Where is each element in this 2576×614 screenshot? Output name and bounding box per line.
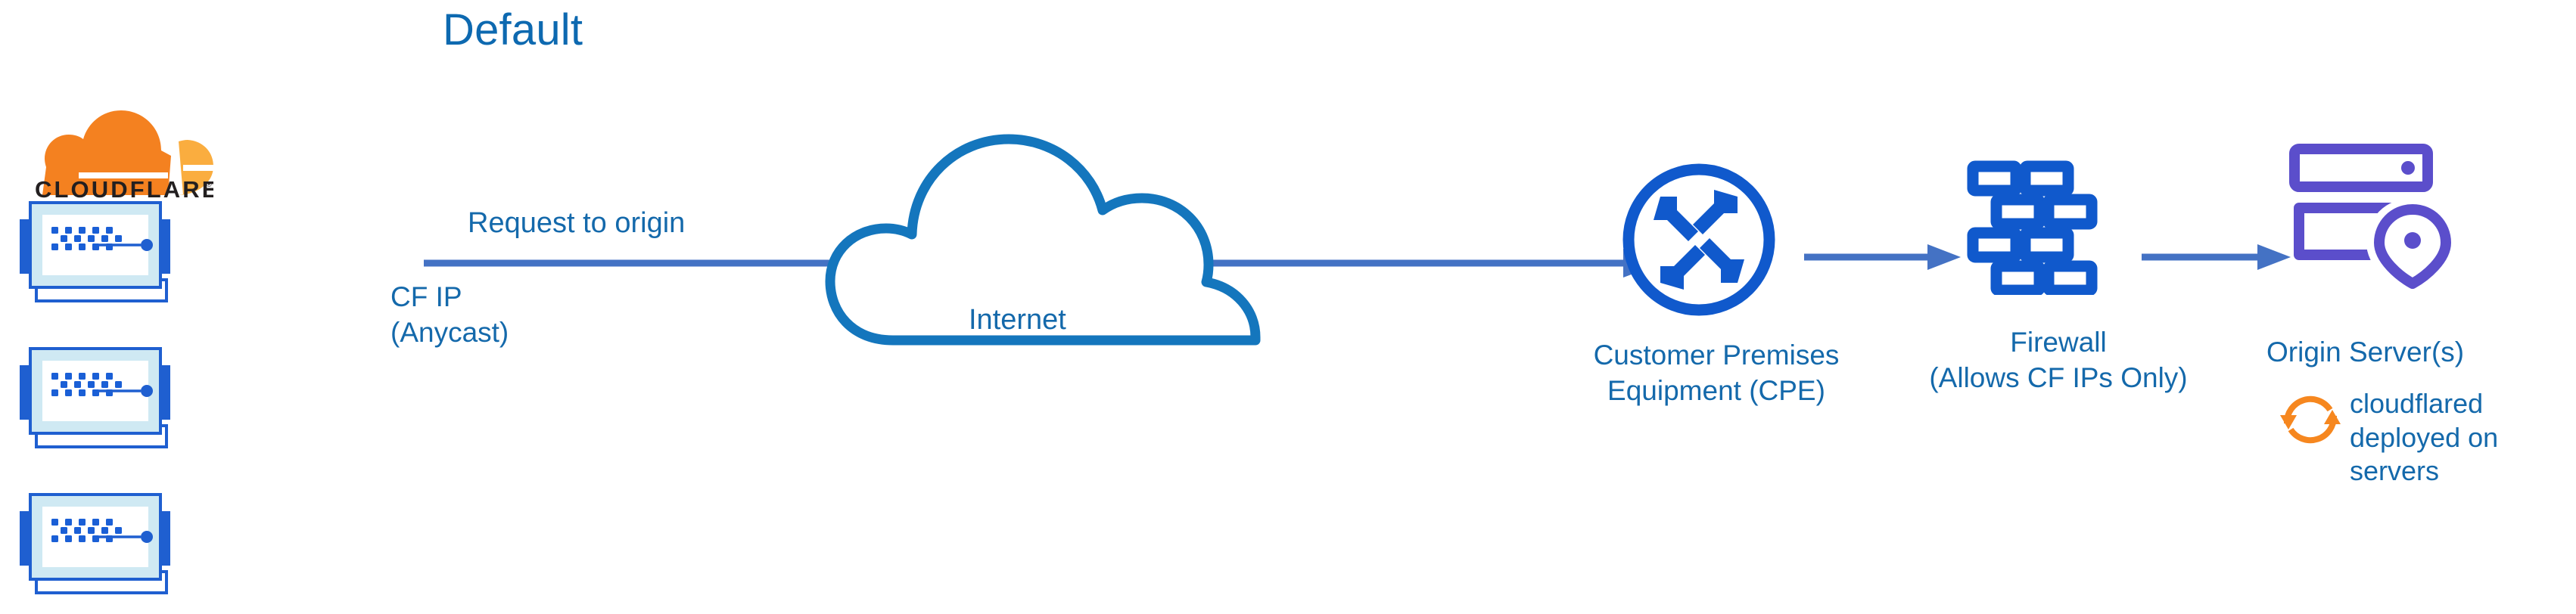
flow-arrow-cpe-to-firewall (1804, 242, 1963, 272)
server-location-icon (2284, 140, 2473, 298)
flow-arrow-firewall-to-origin (2142, 242, 2293, 272)
cloudflared-note-label: cloudflared deployed on servers (2350, 388, 2499, 487)
svg-text:®: ® (207, 181, 212, 188)
cloudflare-wordmark: CLOUDFLARE ® (35, 174, 217, 204)
origin-server-label: Origin Server(s) (2266, 336, 2465, 367)
request-to-origin-label: Request to origin (468, 207, 686, 239)
page-title: Default (443, 5, 583, 54)
sync-arrows-icon (2278, 387, 2343, 452)
server-unit-3 (14, 490, 176, 603)
server-unit-2 (14, 344, 176, 457)
server-unit-1 (14, 198, 176, 312)
cf-ip-anycast-label: CF IP (Anycast) (390, 281, 509, 348)
internet-label: Internet (969, 304, 1066, 336)
cpe-label: Customer Premises Equipment (CPE) (1593, 340, 1840, 406)
firewall-label: Firewall (Allows CF IPs Only) (1929, 327, 2188, 393)
router-icon (1619, 160, 1778, 319)
cloudflare-logo-icon (35, 103, 213, 200)
cloudflare-wordmark-text: CLOUDFLARE (35, 176, 213, 203)
brick-wall-icon (1964, 144, 2115, 296)
cloud-icon (821, 106, 1275, 348)
